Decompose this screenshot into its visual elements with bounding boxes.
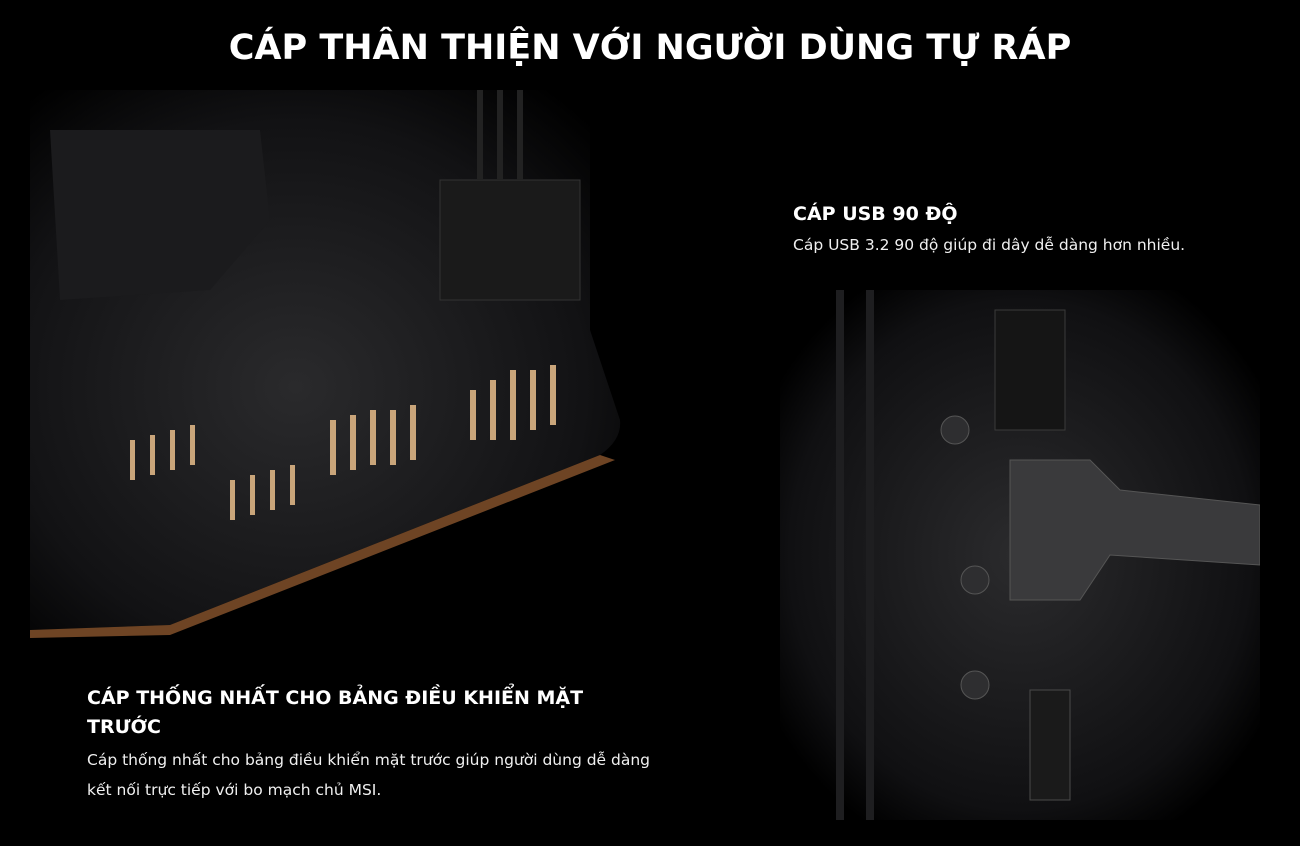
usb-cable-description: Cáp USB 3.2 90 độ giúp đi dây dễ dàng hơ… bbox=[793, 236, 1186, 254]
front-panel-cable-heading: CÁP THỐNG NHẤT CHO BẢNG ĐIỀU KHIỂN MẶT T… bbox=[87, 687, 584, 738]
motherboard-front-panel-photo bbox=[30, 90, 621, 638]
page-title: CÁP THÂN THIỆN VỚI NGƯỜI DÙNG TỰ RÁP bbox=[228, 28, 1072, 68]
usb-90-degree-cable-photo bbox=[780, 290, 1260, 820]
front-panel-cable-description: Cáp thống nhất cho bảng điều khiển mặt t… bbox=[87, 751, 651, 799]
usb-cable-heading: CÁP USB 90 ĐỘ bbox=[793, 203, 958, 225]
